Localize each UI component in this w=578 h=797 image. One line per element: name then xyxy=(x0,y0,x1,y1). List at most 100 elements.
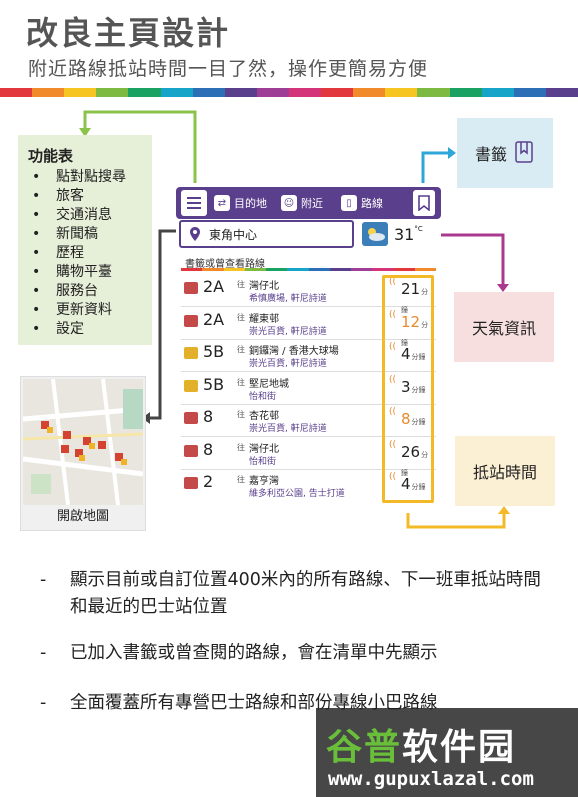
live-signal-icon: (( xyxy=(389,439,397,450)
row-divider xyxy=(181,403,436,405)
tab-destination[interactable]: ⇄ 目的地 xyxy=(214,194,267,212)
row-divider xyxy=(181,338,436,340)
direction-label: 往 xyxy=(237,280,245,289)
feature-item[interactable]: 歷程 xyxy=(28,244,142,263)
eta-value: 4分鐘 xyxy=(401,475,426,493)
bookmark-icon xyxy=(418,195,430,211)
direction-label: 往 xyxy=(237,442,245,452)
tab-destination-label: 目的地 xyxy=(234,197,267,210)
bookmark-callout: 書籤 xyxy=(457,118,553,188)
route-destination: 銅鑼灣 / 香港大球場 xyxy=(249,346,339,357)
live-signal-icon: (( xyxy=(389,407,397,417)
feature-item[interactable]: 服務台 xyxy=(28,282,142,301)
bus-icon: ▯ xyxy=(341,195,357,211)
location-value: 東角中心 xyxy=(209,227,258,242)
eta-value: 12分鐘 xyxy=(401,312,429,347)
page-title: 改良主頁設計 xyxy=(26,14,231,52)
feature-item[interactable]: 新聞稿 xyxy=(28,225,142,244)
bus-icon xyxy=(184,412,198,424)
route-via: 怡和街 xyxy=(249,456,277,467)
route-number: 5B xyxy=(203,374,225,394)
feature-item[interactable]: 旅客 xyxy=(28,187,142,206)
bookmark-callout-label: 書籤 xyxy=(474,145,507,164)
features-list: 點對點搜尋旅客交通消息新聞稿歷程購物平臺服務台更新資料設定 xyxy=(28,168,142,339)
live-signal-icon: (( xyxy=(389,277,397,287)
top-nav-bar: ⇄ 目的地 ☺ 附近 ▯ 路線 xyxy=(176,187,441,219)
feature-item[interactable]: 設定 xyxy=(28,320,142,339)
hamburger-menu-button[interactable] xyxy=(181,190,207,216)
eta-cell: ((3分鐘 xyxy=(387,373,433,403)
watermark: 谷普软件园 www.gupuxlazal.com xyxy=(316,708,578,797)
row-divider xyxy=(181,436,436,437)
features-heading: 功能表 xyxy=(28,147,74,165)
weather-callout: 天氣資訊 xyxy=(454,292,554,362)
bus-icon xyxy=(184,444,198,457)
open-map-label: 開啟地圖 xyxy=(56,509,109,524)
people-icon: ☺ xyxy=(281,195,297,211)
direction-label: 往 xyxy=(237,377,245,387)
route-via: 希慎廣場, 軒尼詩道 xyxy=(249,294,327,304)
eta-cell: ((8分鐘 xyxy=(387,405,433,435)
route-row[interactable]: 5B 往銅鑼灣 / 香港大球場崇光百貨, 軒尼詩道 xyxy=(181,340,436,372)
app-home-screen: ⇄ 目的地 ☺ 附近 ▯ 路線 東角中心 31° xyxy=(176,183,441,513)
route-number: 5B xyxy=(203,342,225,361)
map-icon xyxy=(23,379,143,505)
live-signal-icon: (( xyxy=(389,472,397,482)
feature-item[interactable]: 購物平臺 xyxy=(28,263,142,282)
rainbow-divider xyxy=(0,88,578,97)
feature-item[interactable]: 點對點搜尋 xyxy=(28,168,142,187)
row-divider xyxy=(181,371,436,372)
bus-icon xyxy=(184,477,198,489)
route-number: 2A xyxy=(203,277,225,296)
direction-label: 往 xyxy=(237,410,245,419)
location-field[interactable]: 東角中心 xyxy=(179,220,354,248)
section-rainbow-divider xyxy=(181,268,436,271)
direction-label: 往 xyxy=(237,312,245,322)
row-divider xyxy=(181,306,436,307)
route-number: 2A xyxy=(203,309,225,329)
feature-item[interactable]: 交通消息 xyxy=(28,206,142,225)
direction-label: 往 xyxy=(237,345,245,354)
route-row[interactable]: 8 往灣仔北怡和街 xyxy=(181,438,436,470)
route-row[interactable]: 5B 往堅尼地城怡和街 xyxy=(181,373,436,405)
route-via: 崇光百貨, 軒尼詩道 xyxy=(249,359,327,369)
eta-value: 21分鐘 xyxy=(401,280,429,314)
eta-callout: 抵站時間 xyxy=(455,436,555,506)
route-via: 怡和街 xyxy=(249,391,277,402)
route-destination: 嘉亨灣 xyxy=(249,476,279,487)
route-destination: 耀東邨 xyxy=(249,313,279,325)
bookmark-button[interactable] xyxy=(413,190,435,216)
eta-cell: (( 4分鐘 xyxy=(387,470,433,500)
weather-widget[interactable]: 31°C xyxy=(362,220,438,248)
route-via: 維多利亞公園, 告士打道 xyxy=(249,489,345,499)
map-thumbnail[interactable] xyxy=(23,379,143,505)
route-number: 8 xyxy=(203,407,214,426)
eta-cell: (( 21分鐘 xyxy=(387,275,433,314)
page-subtitle: 附近路線抵站時間一目了然，操作更簡易方便 xyxy=(28,58,429,80)
live-signal-icon: (( xyxy=(389,342,397,352)
watermark-logo: 谷普软件园 xyxy=(326,727,517,768)
bus-icon xyxy=(184,282,198,294)
tab-routes[interactable]: ▯ 路線 xyxy=(341,194,383,212)
feature-item[interactable]: 更新資料 xyxy=(28,301,142,320)
watermark-url: www.gupuxlazal.com xyxy=(328,768,534,790)
route-via: 崇光百貨, 軒尼詩道 xyxy=(249,424,327,434)
route-destination: 灣仔北 xyxy=(249,443,279,455)
live-signal-icon: (( xyxy=(389,374,397,385)
route-number: 8 xyxy=(203,439,214,459)
bookmarked-routes-label: 書籤或曾查看路線 xyxy=(185,259,265,270)
route-destination: 堅尼地城 xyxy=(249,378,289,390)
open-map-card[interactable]: 開啟地圖 xyxy=(20,376,146,531)
tab-nearby[interactable]: ☺ 附近 xyxy=(281,194,323,212)
eta-value: 26分鐘 xyxy=(401,442,429,477)
location-pin-icon xyxy=(190,227,200,241)
row-divider xyxy=(181,468,436,470)
eta-highlight-box xyxy=(382,275,434,503)
tab-routes-label: 路線 xyxy=(361,197,383,210)
bus-icon xyxy=(184,347,198,359)
eta-cell: ((12分鐘 xyxy=(387,308,433,347)
